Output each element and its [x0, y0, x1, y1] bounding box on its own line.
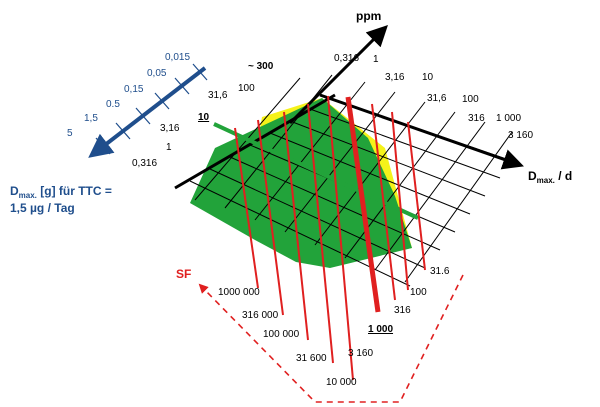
- sf-lines: [234, 95, 426, 381]
- left-label-5: 1: [166, 142, 172, 153]
- blue-axis-ticks: [95, 63, 208, 155]
- blue-label-4: 1,5: [84, 113, 98, 124]
- sf-label-5: 10 000: [326, 377, 357, 388]
- sf-label-9: 1000 000: [218, 287, 260, 298]
- dmax-axis-line: [319, 93, 524, 170]
- sf-label-4: 3 160: [348, 348, 373, 359]
- blue-label-2: 0,15: [124, 84, 144, 95]
- ppm-axis-line: [288, 25, 388, 125]
- blue-label-3: 0.5: [106, 99, 120, 110]
- blue-label-1: 0,05: [147, 68, 167, 79]
- left-label-4: 3,16: [160, 123, 180, 134]
- sf-line: [391, 111, 409, 291]
- sf-line-highlight: [345, 96, 381, 313]
- dmax-axis-title: Dmax. / d: [528, 169, 572, 185]
- blue-axis-tick: [154, 92, 170, 110]
- sf-label-3-highlight: 1 000: [368, 324, 393, 335]
- ppm-label-5: 100: [462, 94, 479, 105]
- sf-axis-title: SF: [176, 267, 191, 281]
- sf-dashed-arrow: [198, 274, 464, 403]
- blue-axis-tick: [95, 137, 111, 155]
- ppm-label-7: 1 000: [496, 113, 521, 124]
- ppm-axis-title: ppm: [356, 9, 381, 23]
- left-label-0: ~ 300: [248, 61, 274, 72]
- sf-line: [234, 127, 259, 289]
- blue-label-0: 0,015: [165, 52, 190, 63]
- ppm-label-6: 316: [468, 113, 485, 124]
- sf-line: [371, 103, 396, 301]
- grid-line-a: [289, 120, 486, 197]
- ppm-label-2: 3,16: [385, 72, 405, 83]
- left-label-1: 100: [238, 83, 255, 94]
- sf-line: [327, 95, 354, 381]
- sf-label-0: 31.6: [430, 266, 450, 277]
- blue-axis-tick: [192, 63, 208, 81]
- sf-line: [407, 121, 426, 271]
- sf-line: [307, 103, 334, 364]
- left-label-2: 31,6: [208, 90, 228, 101]
- blue-axis-title-line2: 1,5 µg / Tag: [10, 201, 75, 215]
- blue-axis-title-line1: Dmax. [g] für TTC =: [10, 184, 112, 200]
- blue-axis-tick: [135, 107, 151, 125]
- sf-label-2: 316: [394, 305, 411, 316]
- ppm-label-4: 31,6: [427, 93, 447, 104]
- sf-line: [283, 111, 309, 341]
- blue-axis-tick: [115, 122, 131, 140]
- sf-label-8: 316 000: [242, 310, 279, 321]
- sf-line: [257, 119, 284, 316]
- left-label-3-highlight: 10: [198, 112, 210, 123]
- sf-label-1: 100: [410, 287, 427, 298]
- blue-label-5: 5: [67, 128, 73, 139]
- grid-line-b: [404, 131, 513, 283]
- grid-line-a: [309, 108, 501, 179]
- left-label-6: 0,316: [132, 158, 157, 169]
- green-region: [190, 98, 412, 268]
- ppm-label-3: 10: [422, 72, 434, 83]
- blue-axis-line: [88, 66, 207, 158]
- ppm-label-1: 1: [373, 54, 379, 65]
- ppm-label-0: 0,316: [334, 53, 359, 64]
- sf-label-7: 100 000: [263, 329, 300, 340]
- ppm-label-8: 3 160: [508, 130, 533, 141]
- blue-axis-tick: [174, 77, 190, 95]
- sf-label-6: 31 600: [296, 353, 327, 364]
